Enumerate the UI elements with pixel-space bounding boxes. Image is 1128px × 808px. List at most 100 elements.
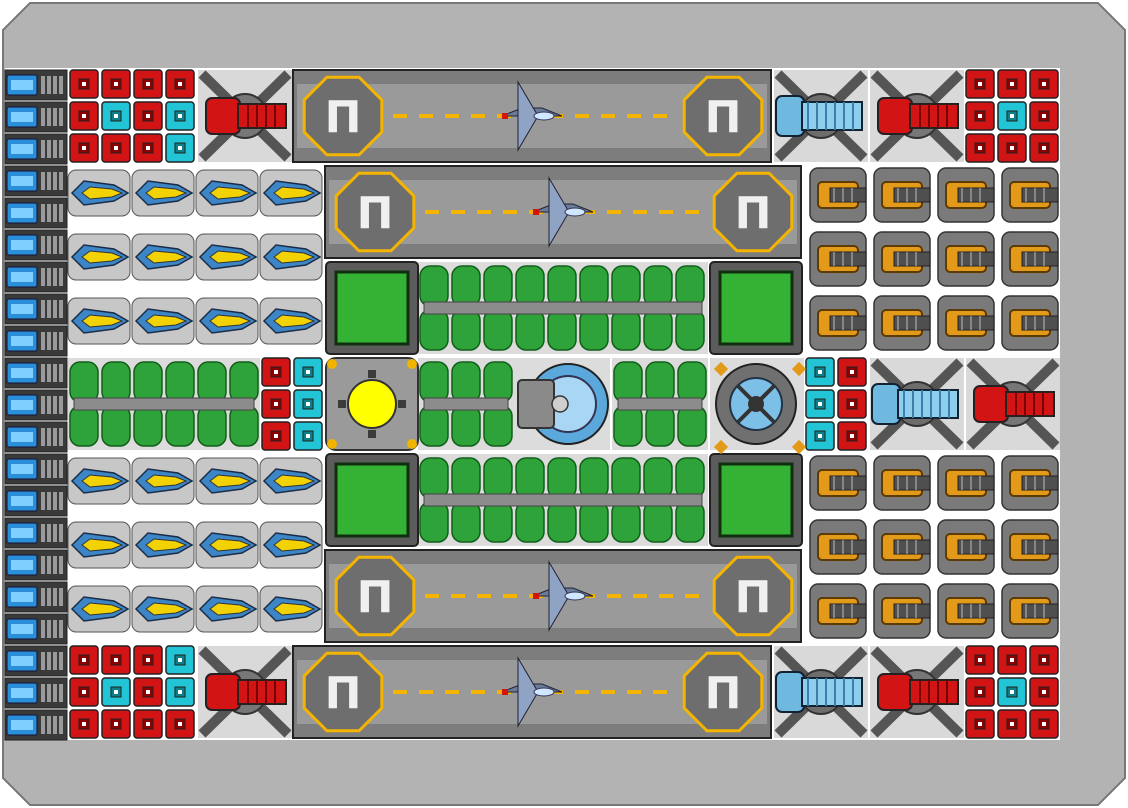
armor-block-cyan[interactable] xyxy=(293,357,323,387)
armor-block-red[interactable] xyxy=(133,101,163,131)
flak-gun[interactable] xyxy=(809,231,867,287)
armor-block-red[interactable] xyxy=(101,645,131,675)
engine-module[interactable] xyxy=(4,709,68,741)
armor-block-red[interactable] xyxy=(1029,133,1059,163)
engine-module[interactable] xyxy=(4,517,68,549)
armor-block-red[interactable] xyxy=(1029,101,1059,131)
armor-block-red[interactable] xyxy=(101,69,131,99)
armor-block-red[interactable] xyxy=(261,357,291,387)
flak-gun[interactable] xyxy=(937,583,995,639)
armor-block-cyan[interactable] xyxy=(165,677,195,707)
engine-module[interactable] xyxy=(4,229,68,261)
red-turret-center-right[interactable] xyxy=(966,358,1060,450)
armor-block-red[interactable] xyxy=(1029,645,1059,675)
armor-block-red[interactable] xyxy=(965,677,995,707)
armor-block-red[interactable] xyxy=(261,421,291,451)
engine-module[interactable] xyxy=(4,133,68,165)
missile-launcher[interactable] xyxy=(131,169,195,217)
missile-launcher[interactable] xyxy=(259,169,323,217)
missile-launcher[interactable] xyxy=(195,169,259,217)
green-console-bottom-left[interactable] xyxy=(325,453,419,547)
green-tank-array-left[interactable] xyxy=(68,358,260,450)
engine-module[interactable] xyxy=(4,293,68,325)
missile-launcher[interactable] xyxy=(131,233,195,281)
flak-gun[interactable] xyxy=(937,295,995,351)
missile-launcher[interactable] xyxy=(195,457,259,505)
flak-gun[interactable] xyxy=(1001,455,1059,511)
armor-block-red[interactable] xyxy=(997,645,1027,675)
red-turret-top-right[interactable] xyxy=(870,70,964,162)
missile-launcher[interactable] xyxy=(259,585,323,633)
armor-block-red[interactable] xyxy=(1029,677,1059,707)
engine-module[interactable] xyxy=(4,581,68,613)
engine-module[interactable] xyxy=(4,357,68,389)
flak-gun[interactable] xyxy=(873,295,931,351)
missile-launcher[interactable] xyxy=(259,457,323,505)
missile-launcher[interactable] xyxy=(131,297,195,345)
missile-launcher[interactable] xyxy=(259,297,323,345)
armor-block-red[interactable] xyxy=(69,645,99,675)
armor-block-red[interactable] xyxy=(997,69,1027,99)
engine-module[interactable] xyxy=(4,325,68,357)
missile-launcher[interactable] xyxy=(195,297,259,345)
armor-block-red[interactable] xyxy=(165,69,195,99)
armor-block-red[interactable] xyxy=(69,709,99,739)
missile-launcher[interactable] xyxy=(67,233,131,281)
armor-block-cyan[interactable] xyxy=(997,101,1027,131)
missile-launcher[interactable] xyxy=(67,169,131,217)
engine-module[interactable] xyxy=(4,261,68,293)
missile-launcher[interactable] xyxy=(67,521,131,569)
flak-gun[interactable] xyxy=(873,231,931,287)
flak-gun[interactable] xyxy=(1001,167,1059,223)
sensor-array[interactable] xyxy=(710,358,807,455)
flak-gun[interactable] xyxy=(873,455,931,511)
blue-cannon-bottom[interactable] xyxy=(774,646,868,738)
armor-block-red[interactable] xyxy=(133,69,163,99)
flak-gun[interactable] xyxy=(937,167,995,223)
armor-block-cyan[interactable] xyxy=(805,357,835,387)
flak-gun[interactable] xyxy=(809,519,867,575)
flak-gun[interactable] xyxy=(873,519,931,575)
engine-module[interactable] xyxy=(4,549,68,581)
missile-launcher[interactable] xyxy=(259,521,323,569)
engine-module[interactable] xyxy=(4,613,68,645)
flak-gun[interactable] xyxy=(937,455,995,511)
armor-block-red[interactable] xyxy=(965,101,995,131)
reactor-core[interactable] xyxy=(325,357,419,451)
flak-gun[interactable] xyxy=(1001,295,1059,351)
armor-block-red[interactable] xyxy=(965,69,995,99)
command-bridge[interactable] xyxy=(514,358,610,450)
armor-block-red[interactable] xyxy=(837,389,867,419)
armor-block-cyan[interactable] xyxy=(293,421,323,451)
red-turret-top-left[interactable] xyxy=(198,70,292,162)
green-console-top-right[interactable] xyxy=(709,261,803,355)
missile-launcher[interactable] xyxy=(259,233,323,281)
engine-module[interactable] xyxy=(4,453,68,485)
flak-gun[interactable] xyxy=(809,455,867,511)
green-tank-array-mid-left[interactable] xyxy=(418,358,514,450)
armor-block-red[interactable] xyxy=(965,133,995,163)
red-turret-bottom-right[interactable] xyxy=(870,646,964,738)
flak-gun[interactable] xyxy=(937,231,995,287)
armor-block-red[interactable] xyxy=(101,709,131,739)
armor-block-cyan[interactable] xyxy=(997,677,1027,707)
flak-gun[interactable] xyxy=(937,519,995,575)
armor-block-red[interactable] xyxy=(101,133,131,163)
engine-module[interactable] xyxy=(4,101,68,133)
engine-module[interactable] xyxy=(4,197,68,229)
flak-gun[interactable] xyxy=(809,295,867,351)
armor-block-red[interactable] xyxy=(997,133,1027,163)
flak-gun[interactable] xyxy=(1001,231,1059,287)
engine-module[interactable] xyxy=(4,389,68,421)
armor-block-cyan[interactable] xyxy=(101,677,131,707)
armor-block-red[interactable] xyxy=(165,709,195,739)
engine-module[interactable] xyxy=(4,645,68,677)
armor-block-red[interactable] xyxy=(69,101,99,131)
armor-block-cyan[interactable] xyxy=(165,133,195,163)
missile-launcher[interactable] xyxy=(67,457,131,505)
armor-block-red[interactable] xyxy=(1029,709,1059,739)
